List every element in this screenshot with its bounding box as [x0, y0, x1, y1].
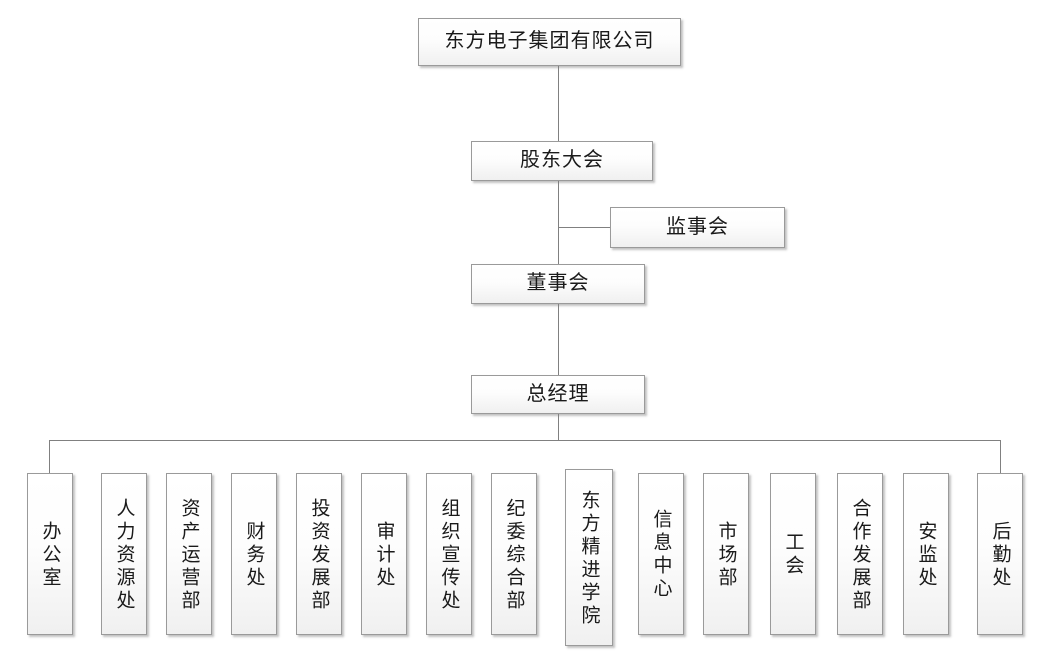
node-department-15-label: 后勤处: [989, 520, 1011, 590]
connector-board-to-general-manager: [558, 304, 559, 375]
node-department-15[interactable]: 后勤处: [977, 473, 1023, 635]
node-department-1[interactable]: 办公室: [27, 473, 73, 635]
node-general-manager-label: 总经理: [526, 382, 590, 405]
node-department-7[interactable]: 组织宣传处: [426, 473, 472, 635]
node-board-of-directors[interactable]: 董事会: [471, 264, 645, 304]
node-department-6-label: 审计处: [373, 520, 395, 590]
node-shareholders-meeting-label: 股东大会: [520, 149, 604, 172]
node-company[interactable]: 东方电子集团有限公司: [418, 18, 681, 66]
node-department-2-label: 人力资源处: [113, 497, 135, 613]
node-department-6[interactable]: 审计处: [361, 473, 407, 635]
node-department-10[interactable]: 信息中心: [638, 473, 684, 635]
node-department-1-label: 办公室: [39, 520, 61, 590]
node-department-5-label: 投资发展部: [308, 497, 330, 613]
connector-general-manager-to-bus: [558, 414, 559, 441]
node-department-3[interactable]: 资产运营部: [166, 473, 212, 635]
node-department-14-label: 安监处: [915, 520, 937, 590]
node-department-13-label: 合作发展部: [849, 497, 871, 613]
node-department-13[interactable]: 合作发展部: [837, 473, 883, 635]
node-department-14[interactable]: 安监处: [903, 473, 949, 635]
connector-company-to-shareholders: [558, 66, 559, 141]
node-department-5[interactable]: 投资发展部: [296, 473, 342, 635]
node-department-4-label: 财务处: [243, 520, 265, 590]
connector-bus-drop-left: [49, 440, 50, 474]
node-shareholders-meeting[interactable]: 股东大会: [471, 141, 653, 181]
connector-spine-to-supervisors: [558, 227, 611, 228]
node-department-8-label: 纪委综合部: [503, 497, 525, 613]
node-department-11-label: 市场部: [715, 520, 737, 590]
node-department-3-label: 资产运营部: [178, 497, 200, 613]
node-general-manager[interactable]: 总经理: [471, 375, 645, 414]
node-department-9-label: 东方精进学院: [578, 489, 600, 628]
node-department-7-label: 组织宣传处: [438, 497, 460, 613]
node-department-8[interactable]: 纪委综合部: [491, 473, 537, 635]
connector-department-bus: [49, 440, 1001, 441]
node-department-12[interactable]: 工会: [770, 473, 816, 635]
node-department-9[interactable]: 东方精进学院: [565, 469, 613, 646]
connector-shareholders-to-board: [558, 181, 559, 264]
node-department-4[interactable]: 财务处: [231, 473, 277, 635]
connector-bus-drop-right: [1000, 440, 1001, 474]
node-department-10-label: 信息中心: [650, 509, 672, 601]
node-department-11[interactable]: 市场部: [703, 473, 749, 635]
node-department-2[interactable]: 人力资源处: [101, 473, 147, 635]
node-board-of-supervisors-label: 监事会: [666, 215, 729, 238]
node-company-label: 东方电子集团有限公司: [444, 30, 655, 53]
node-board-of-supervisors[interactable]: 监事会: [610, 207, 785, 248]
node-department-12-label: 工会: [782, 532, 804, 578]
node-board-of-directors-label: 董事会: [526, 272, 590, 295]
